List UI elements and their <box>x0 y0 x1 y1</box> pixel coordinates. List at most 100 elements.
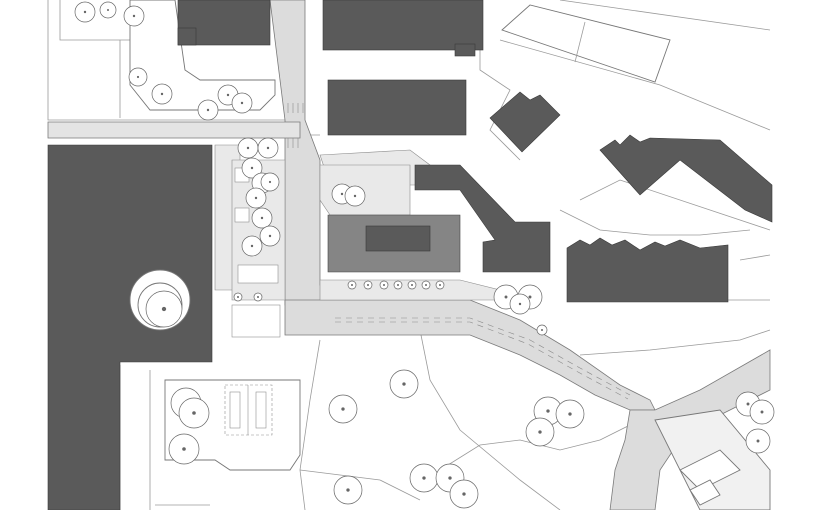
tree-trunk <box>367 284 369 286</box>
tree-trunk <box>411 284 413 286</box>
tree-trunk <box>268 180 272 184</box>
tree-trunk <box>422 476 426 480</box>
tree-icon <box>509 293 531 315</box>
building-diamond <box>489 91 561 153</box>
large-building-west <box>47 144 213 510</box>
tree-trunk <box>161 306 167 312</box>
tree-trunk <box>254 196 258 200</box>
tree-trunk <box>107 9 109 11</box>
tree-icon <box>555 399 585 429</box>
tree-trunk <box>528 295 532 299</box>
tree-trunk <box>760 410 764 414</box>
tree-trunk <box>538 430 542 434</box>
tree-icon <box>449 479 479 509</box>
tree-trunk <box>83 10 87 14</box>
outline-structures <box>501 4 771 510</box>
building-central-north <box>327 79 467 136</box>
tree-icon <box>379 280 389 290</box>
tree-icon <box>407 280 417 290</box>
tree-trunk <box>568 412 572 416</box>
building-north-3b <box>454 43 476 57</box>
building-central-courtyard <box>365 225 431 252</box>
tree-icon <box>333 475 363 505</box>
tree-icon <box>245 187 267 209</box>
tree-icon <box>536 324 548 336</box>
tree-trunk <box>206 108 210 112</box>
tree-trunk <box>132 14 136 18</box>
tree-icon <box>128 67 148 87</box>
tree-trunk <box>746 402 750 406</box>
tree-trunk <box>341 407 345 411</box>
tree-trunk <box>136 75 140 79</box>
tree-icon <box>231 92 253 114</box>
tree-trunk <box>448 476 452 480</box>
tree-icon <box>389 369 419 399</box>
tree-trunk <box>439 284 441 286</box>
tree-icon <box>99 1 117 19</box>
tree-icon <box>344 185 366 207</box>
tree-trunk <box>518 302 522 306</box>
tree-icon <box>251 207 273 229</box>
tree-trunk <box>756 439 760 443</box>
tree-icon <box>123 5 145 27</box>
tree-icon <box>151 83 173 105</box>
tree-icon <box>745 428 771 454</box>
tree-trunk <box>541 329 543 331</box>
tree-icon <box>145 290 183 328</box>
tree-trunk <box>260 216 264 220</box>
building-east-row <box>566 237 729 303</box>
tree-trunk <box>268 234 272 238</box>
tree-icon <box>257 137 279 159</box>
tree-icon <box>74 1 96 23</box>
tree-trunk <box>353 194 357 198</box>
building-east-wing <box>414 164 551 273</box>
tree-trunk <box>160 92 164 96</box>
tree-icon <box>421 280 431 290</box>
tree-trunk <box>546 409 550 413</box>
tree-icon <box>435 280 445 290</box>
tree-trunk <box>383 284 385 286</box>
tree-icon <box>168 433 200 465</box>
tree-trunk <box>240 101 244 105</box>
tree-trunk <box>246 146 250 150</box>
tree-trunk <box>250 166 254 170</box>
building-north-2 <box>177 27 197 46</box>
tree-trunk <box>182 447 186 451</box>
building-north-3 <box>322 0 484 51</box>
tree-icon <box>393 280 403 290</box>
road-markings <box>287 103 631 400</box>
tree-icon <box>347 280 357 290</box>
tree-trunk <box>504 295 508 299</box>
tree-trunk <box>402 382 406 386</box>
tree-icon <box>237 137 259 159</box>
tree-trunk <box>257 296 259 298</box>
tree-trunk <box>346 488 350 492</box>
trees <box>74 1 775 509</box>
tree-icon <box>241 235 263 257</box>
tree-trunk <box>351 284 353 286</box>
tree-icon <box>525 417 555 447</box>
tree-icon <box>259 225 281 247</box>
tree-trunk <box>226 93 230 97</box>
tree-trunk <box>250 244 254 248</box>
tree-icon <box>178 397 210 429</box>
tree-trunk <box>192 411 196 415</box>
tree-icon <box>409 463 439 493</box>
cross-walk-north <box>47 121 301 139</box>
tree-icon <box>253 292 263 302</box>
tree-icon <box>197 99 219 121</box>
tree-icon <box>749 399 775 425</box>
tree-icon <box>363 280 373 290</box>
tree-trunk <box>397 284 399 286</box>
tree-icon <box>260 172 280 192</box>
building-northeast <box>599 134 773 223</box>
tree-icon <box>233 292 243 302</box>
tree-trunk <box>425 284 427 286</box>
tree-trunk <box>237 296 239 298</box>
tree-icon <box>328 394 358 424</box>
tree-trunk <box>462 492 466 496</box>
tree-icon <box>241 157 263 179</box>
buildings <box>47 0 773 510</box>
tree-trunk <box>266 146 270 150</box>
